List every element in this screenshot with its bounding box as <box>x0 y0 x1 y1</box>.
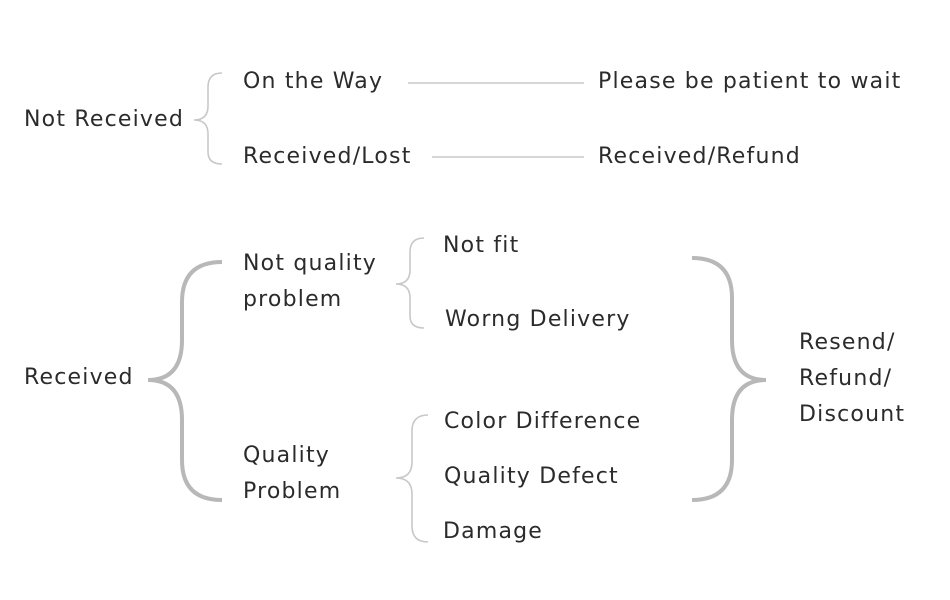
quality-defect-label: Quality Defect <box>444 464 619 489</box>
received-lost-label: Received/Lost <box>243 144 412 169</box>
quality-problem-brace <box>395 414 429 543</box>
on-the-way-result: Please be patient to wait <box>598 69 902 94</box>
not-received-brace <box>193 72 223 165</box>
color-difference-label: Color Difference <box>444 409 642 434</box>
not-quality-brace <box>395 237 425 329</box>
wrong-delivery-label: Worng Delivery <box>445 307 631 332</box>
not-received-label: Not Received <box>24 107 185 132</box>
damage-label: Damage <box>443 519 544 544</box>
result-brace <box>691 256 767 502</box>
received-brace <box>147 260 223 502</box>
quality-problem-label: Quality Problem <box>243 443 342 504</box>
on-the-way-label: On the Way <box>243 69 384 94</box>
resend-refund-discount-label: Resend/ Refund/ Discount <box>799 330 906 427</box>
not-fit-label: Not fit <box>443 233 520 258</box>
received-lost-result: Received/Refund <box>598 144 801 169</box>
received-label: Received <box>24 365 134 390</box>
not-quality-problem-label: Not quality problem <box>243 251 377 312</box>
